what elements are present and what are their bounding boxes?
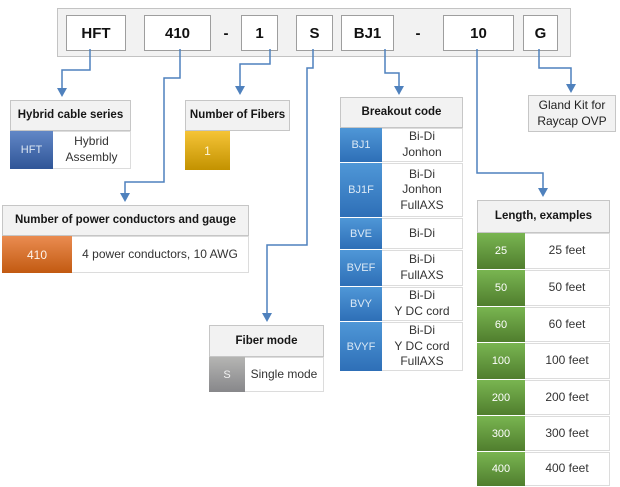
breakout-desc: Bi-Di Jonhon xyxy=(382,128,463,162)
breakout-code: BVYF xyxy=(340,322,382,371)
hybrid-series-code: HFT xyxy=(10,131,53,169)
table-row: BJ1 Bi-Di Jonhon xyxy=(340,128,463,163)
breakout-desc: Bi-Di Y DC cord FullAXS xyxy=(382,322,463,371)
num-fibers-code: 1 xyxy=(185,131,230,170)
length-code: 400 xyxy=(477,452,525,486)
table-row: 400 400 feet xyxy=(477,452,610,487)
arrowhead-down-icon xyxy=(57,88,67,97)
segment-breakout: BJ1 xyxy=(341,15,394,51)
table-row: BVY Bi-Di Y DC cord xyxy=(340,287,463,322)
length-code: 60 xyxy=(477,307,525,342)
table-row: 300 300 feet xyxy=(477,416,610,452)
length-desc: 400 feet xyxy=(525,452,610,486)
arrowhead-down-icon xyxy=(235,86,245,95)
segment-length: 10 xyxy=(443,15,514,51)
breakout-desc: Bi-Di FullAXS xyxy=(382,250,463,286)
breakout-header: Breakout code xyxy=(340,97,463,128)
arrowhead-down-icon xyxy=(394,86,404,95)
separator-dash: - xyxy=(223,24,229,42)
connector-410 xyxy=(124,49,181,194)
breakout-desc: Bi-Di xyxy=(382,218,463,249)
segment-fiber-mode: S xyxy=(296,15,333,51)
length-code: 100 xyxy=(477,343,525,379)
hybrid-series-header: Hybrid cable series xyxy=(10,100,131,131)
length-desc: 60 feet xyxy=(525,307,610,342)
breakout-code: BVEF xyxy=(340,250,382,286)
table-row: 25 25 feet xyxy=(477,233,610,270)
fiber-mode-desc: Single mode xyxy=(245,357,324,392)
separator-dash: - xyxy=(415,24,421,42)
breakout-desc: Bi-Di Jonhon FullAXS xyxy=(382,163,463,217)
segment-gland: G xyxy=(523,15,558,51)
num-fibers-header: Number of Fibers xyxy=(185,100,290,131)
power-conductors-row: 410 4 power conductors, 10 AWG xyxy=(2,236,249,274)
length-code: 25 xyxy=(477,233,525,269)
fiber-mode-header: Fiber mode xyxy=(209,325,324,357)
length-desc: 50 feet xyxy=(525,270,610,306)
connector-s xyxy=(266,49,314,314)
power-conductors-header: Number of power conductors and gauge xyxy=(2,205,249,236)
part-number-bar: HFT 410 - 1 S BJ1 - 10 G xyxy=(57,8,571,57)
length-code: 200 xyxy=(477,380,525,415)
breakout-code: BJ1 xyxy=(340,128,382,162)
table-row: BVEF Bi-Di FullAXS xyxy=(340,250,463,287)
length-table: 25 25 feet 50 50 feet 60 60 feet 100 100… xyxy=(477,233,610,487)
hybrid-series-desc: Hybrid Assembly xyxy=(53,131,131,169)
breakout-code: BVE xyxy=(340,218,382,249)
breakout-desc: Bi-Di Y DC cord xyxy=(382,287,463,321)
length-desc: 200 feet xyxy=(525,380,610,415)
breakout-table: BJ1 Bi-Di Jonhon BJ1F Bi-Di Jonhon FullA… xyxy=(340,128,463,372)
length-code: 300 xyxy=(477,416,525,451)
arrowhead-down-icon xyxy=(262,313,272,322)
table-row: BJ1F Bi-Di Jonhon FullAXS xyxy=(340,163,463,218)
arrowhead-down-icon xyxy=(538,188,548,197)
breakout-code: BVY xyxy=(340,287,382,321)
power-conductors-code: 410 xyxy=(2,236,72,273)
length-desc: 100 feet xyxy=(525,343,610,379)
table-row: BVYF Bi-Di Y DC cord FullAXS xyxy=(340,322,463,372)
length-header: Length, examples xyxy=(477,200,610,233)
breakout-code: BJ1F xyxy=(340,163,382,217)
fiber-mode-row: S Single mode xyxy=(209,357,324,393)
table-row: 50 50 feet xyxy=(477,270,610,307)
table-row: 60 60 feet xyxy=(477,307,610,343)
table-row: BVE Bi-Di xyxy=(340,218,463,250)
hybrid-series-row: HFT Hybrid Assembly xyxy=(10,131,131,170)
power-conductors-desc: 4 power conductors, 10 AWG xyxy=(72,236,249,273)
gland-kit-note: Gland Kit for Raycap OVP xyxy=(528,95,616,132)
segment-fibers: 1 xyxy=(241,15,278,51)
arrowhead-down-icon xyxy=(120,193,130,202)
length-code: 50 xyxy=(477,270,525,306)
segment-conductors: 410 xyxy=(144,15,211,51)
length-desc: 25 feet xyxy=(525,233,610,269)
length-desc: 300 feet xyxy=(525,416,610,451)
table-row: 200 200 feet xyxy=(477,380,610,416)
table-row: 100 100 feet xyxy=(477,343,610,380)
fiber-mode-code: S xyxy=(209,357,245,392)
segment-series: HFT xyxy=(66,15,126,51)
arrowhead-down-icon xyxy=(566,84,576,93)
